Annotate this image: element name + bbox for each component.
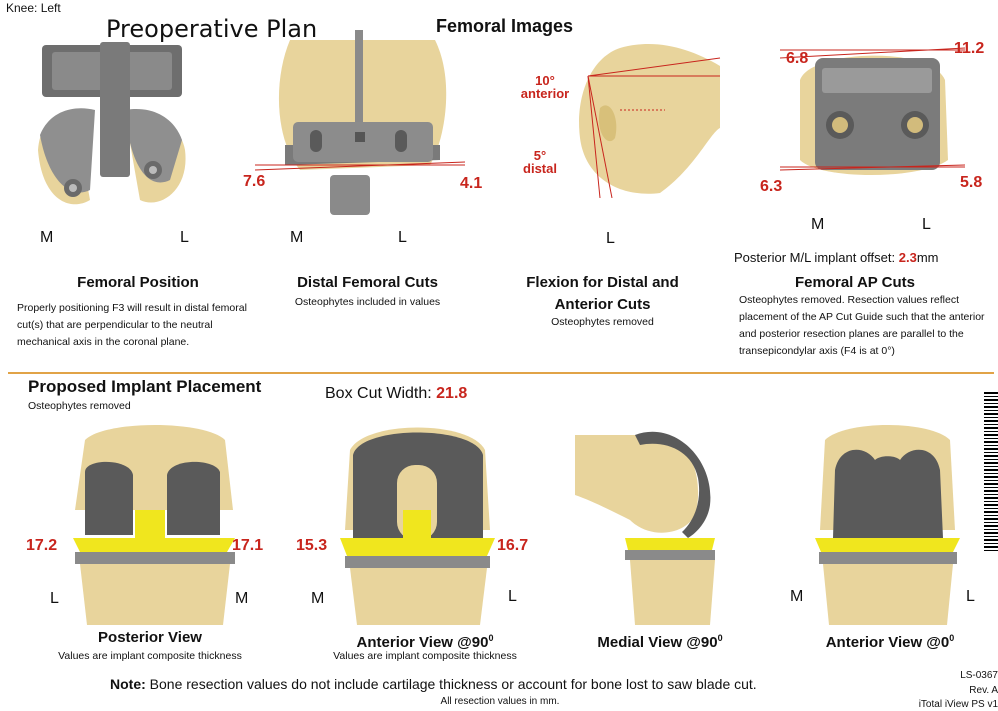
flexion-distal-label: distal xyxy=(523,161,557,176)
distal-cuts-title: Distal Femoral Cuts xyxy=(297,274,438,291)
posterior-lateral-label: L xyxy=(50,590,59,607)
posterior-left-thickness: 17.2 xyxy=(26,537,58,554)
footer-product: iTotal iView PS v1 xyxy=(918,699,998,710)
posterior-medial-label: M xyxy=(235,590,249,607)
posterior-view-subtitle: Values are implant composite thickness xyxy=(58,650,242,662)
posterior-offset-unit: mm xyxy=(916,250,939,265)
medial90-title-degree: 0 xyxy=(717,633,723,643)
ap-anterior-medial-value: 6.8 xyxy=(786,50,809,67)
femoral-ap-cuts-image xyxy=(780,47,965,175)
ap-anterior-lateral-value: 11.2 xyxy=(954,40,985,57)
flexion-subtitle: Osteophytes removed xyxy=(551,316,654,328)
anterior0-medial-label: M xyxy=(790,588,804,605)
section-divider xyxy=(8,372,994,374)
femoral-ap-cuts-title: Femoral AP Cuts xyxy=(794,274,916,291)
flexion-distal-value: 5° xyxy=(533,148,547,163)
ap-posterior-lateral-value: 5.8 xyxy=(960,174,983,191)
femoral-position-title: Femoral Position xyxy=(77,274,199,291)
femoral-images-title: Femoral Images xyxy=(436,16,574,36)
distal-cut-lateral-value: 4.1 xyxy=(460,175,483,192)
distal-femoral-cuts-image xyxy=(255,30,465,215)
posterior-offset-value: 2.3 xyxy=(898,250,917,265)
box-cut-width-label: Box Cut Width: xyxy=(325,385,432,402)
footer-note-text: Bone resection values do not include car… xyxy=(145,676,757,692)
anterior90-right-thickness: 16.7 xyxy=(497,537,529,554)
plan-title: Preoperative Plan xyxy=(106,15,318,43)
ap-medial-label: M xyxy=(811,216,825,233)
knee-side-label: Knee: Left xyxy=(6,1,61,15)
distal-cuts-subtitle: Osteophytes included in values xyxy=(294,296,441,308)
box-cut-width-value: 21.8 xyxy=(436,385,468,402)
flexion-image xyxy=(579,44,721,198)
femoral-position-medial-label: M xyxy=(40,229,54,246)
anterior0-title-degree: 0 xyxy=(949,633,955,643)
footer-note-label: Note: xyxy=(110,676,146,692)
footer-rev: Rev. A xyxy=(969,685,998,696)
ap-posterior-medial-value: 6.3 xyxy=(760,178,783,195)
anterior90-medial-label: M xyxy=(311,590,325,607)
flexion-anterior-label: anterior xyxy=(520,86,570,101)
flexion-title-line2: Anterior Cuts xyxy=(554,296,651,313)
medial90-title-text: Medial View @90 xyxy=(597,634,718,651)
posterior-offset-line: Posterior M/L implant offset: 2.3mm xyxy=(734,250,939,265)
femoral-position-lateral-label: L xyxy=(180,229,189,246)
posterior-view-title: Posterior View xyxy=(98,629,202,646)
anterior-0-view-image xyxy=(815,425,960,625)
posterior-view-image xyxy=(73,425,235,625)
medial90-view-title: Medial View @900 xyxy=(570,627,750,654)
implant-placement-subtitle: Osteophytes removed xyxy=(28,400,131,412)
flexion-anterior-value: 10° xyxy=(535,73,555,88)
footer-units: All resection values in mm. xyxy=(440,696,560,707)
posterior-offset-label: Posterior M/L implant offset: xyxy=(734,250,896,265)
footer-note: Note: Bone resection values do not inclu… xyxy=(110,676,757,692)
medial-90-view-image xyxy=(575,431,715,625)
anterior90-lateral-label: L xyxy=(508,588,517,605)
anterior0-view-title: Anterior View @00 xyxy=(805,627,975,654)
ap-lateral-label: L xyxy=(922,216,931,233)
anterior90-view-title: Anterior View @900 xyxy=(310,627,540,654)
anterior0-lateral-label: L xyxy=(966,588,975,605)
femoral-position-description: Properly positioning F3 will result in d… xyxy=(17,302,247,348)
anterior-90-view-image xyxy=(340,427,495,625)
distal-cut-medial-value: 7.6 xyxy=(243,173,266,190)
box-cut-width: Box Cut Width: 21.8 xyxy=(325,385,467,403)
anterior90-title-text: Anterior View @90 xyxy=(356,634,489,651)
anterior90-left-thickness: 15.3 xyxy=(296,537,328,554)
anterior90-view-subtitle: Values are implant composite thickness xyxy=(333,650,517,662)
barcode xyxy=(984,392,998,552)
flexion-lateral-label: L xyxy=(606,230,615,247)
distal-cut-lateral-label: L xyxy=(398,229,407,246)
implant-placement-title: Proposed Implant Placement xyxy=(28,377,262,396)
posterior-right-thickness: 17.1 xyxy=(232,537,264,554)
femoral-ap-cuts-description: Osteophytes removed. Resection values re… xyxy=(739,294,985,357)
femoral-position-image xyxy=(38,42,186,205)
distal-cut-medial-label: M xyxy=(290,229,304,246)
anterior0-title-text: Anterior View @0 xyxy=(825,634,950,651)
anterior90-title-degree: 0 xyxy=(488,633,494,643)
flexion-title-line1: Flexion for Distal and xyxy=(526,274,679,291)
footer-doc-code: LS-0367 xyxy=(960,670,998,681)
